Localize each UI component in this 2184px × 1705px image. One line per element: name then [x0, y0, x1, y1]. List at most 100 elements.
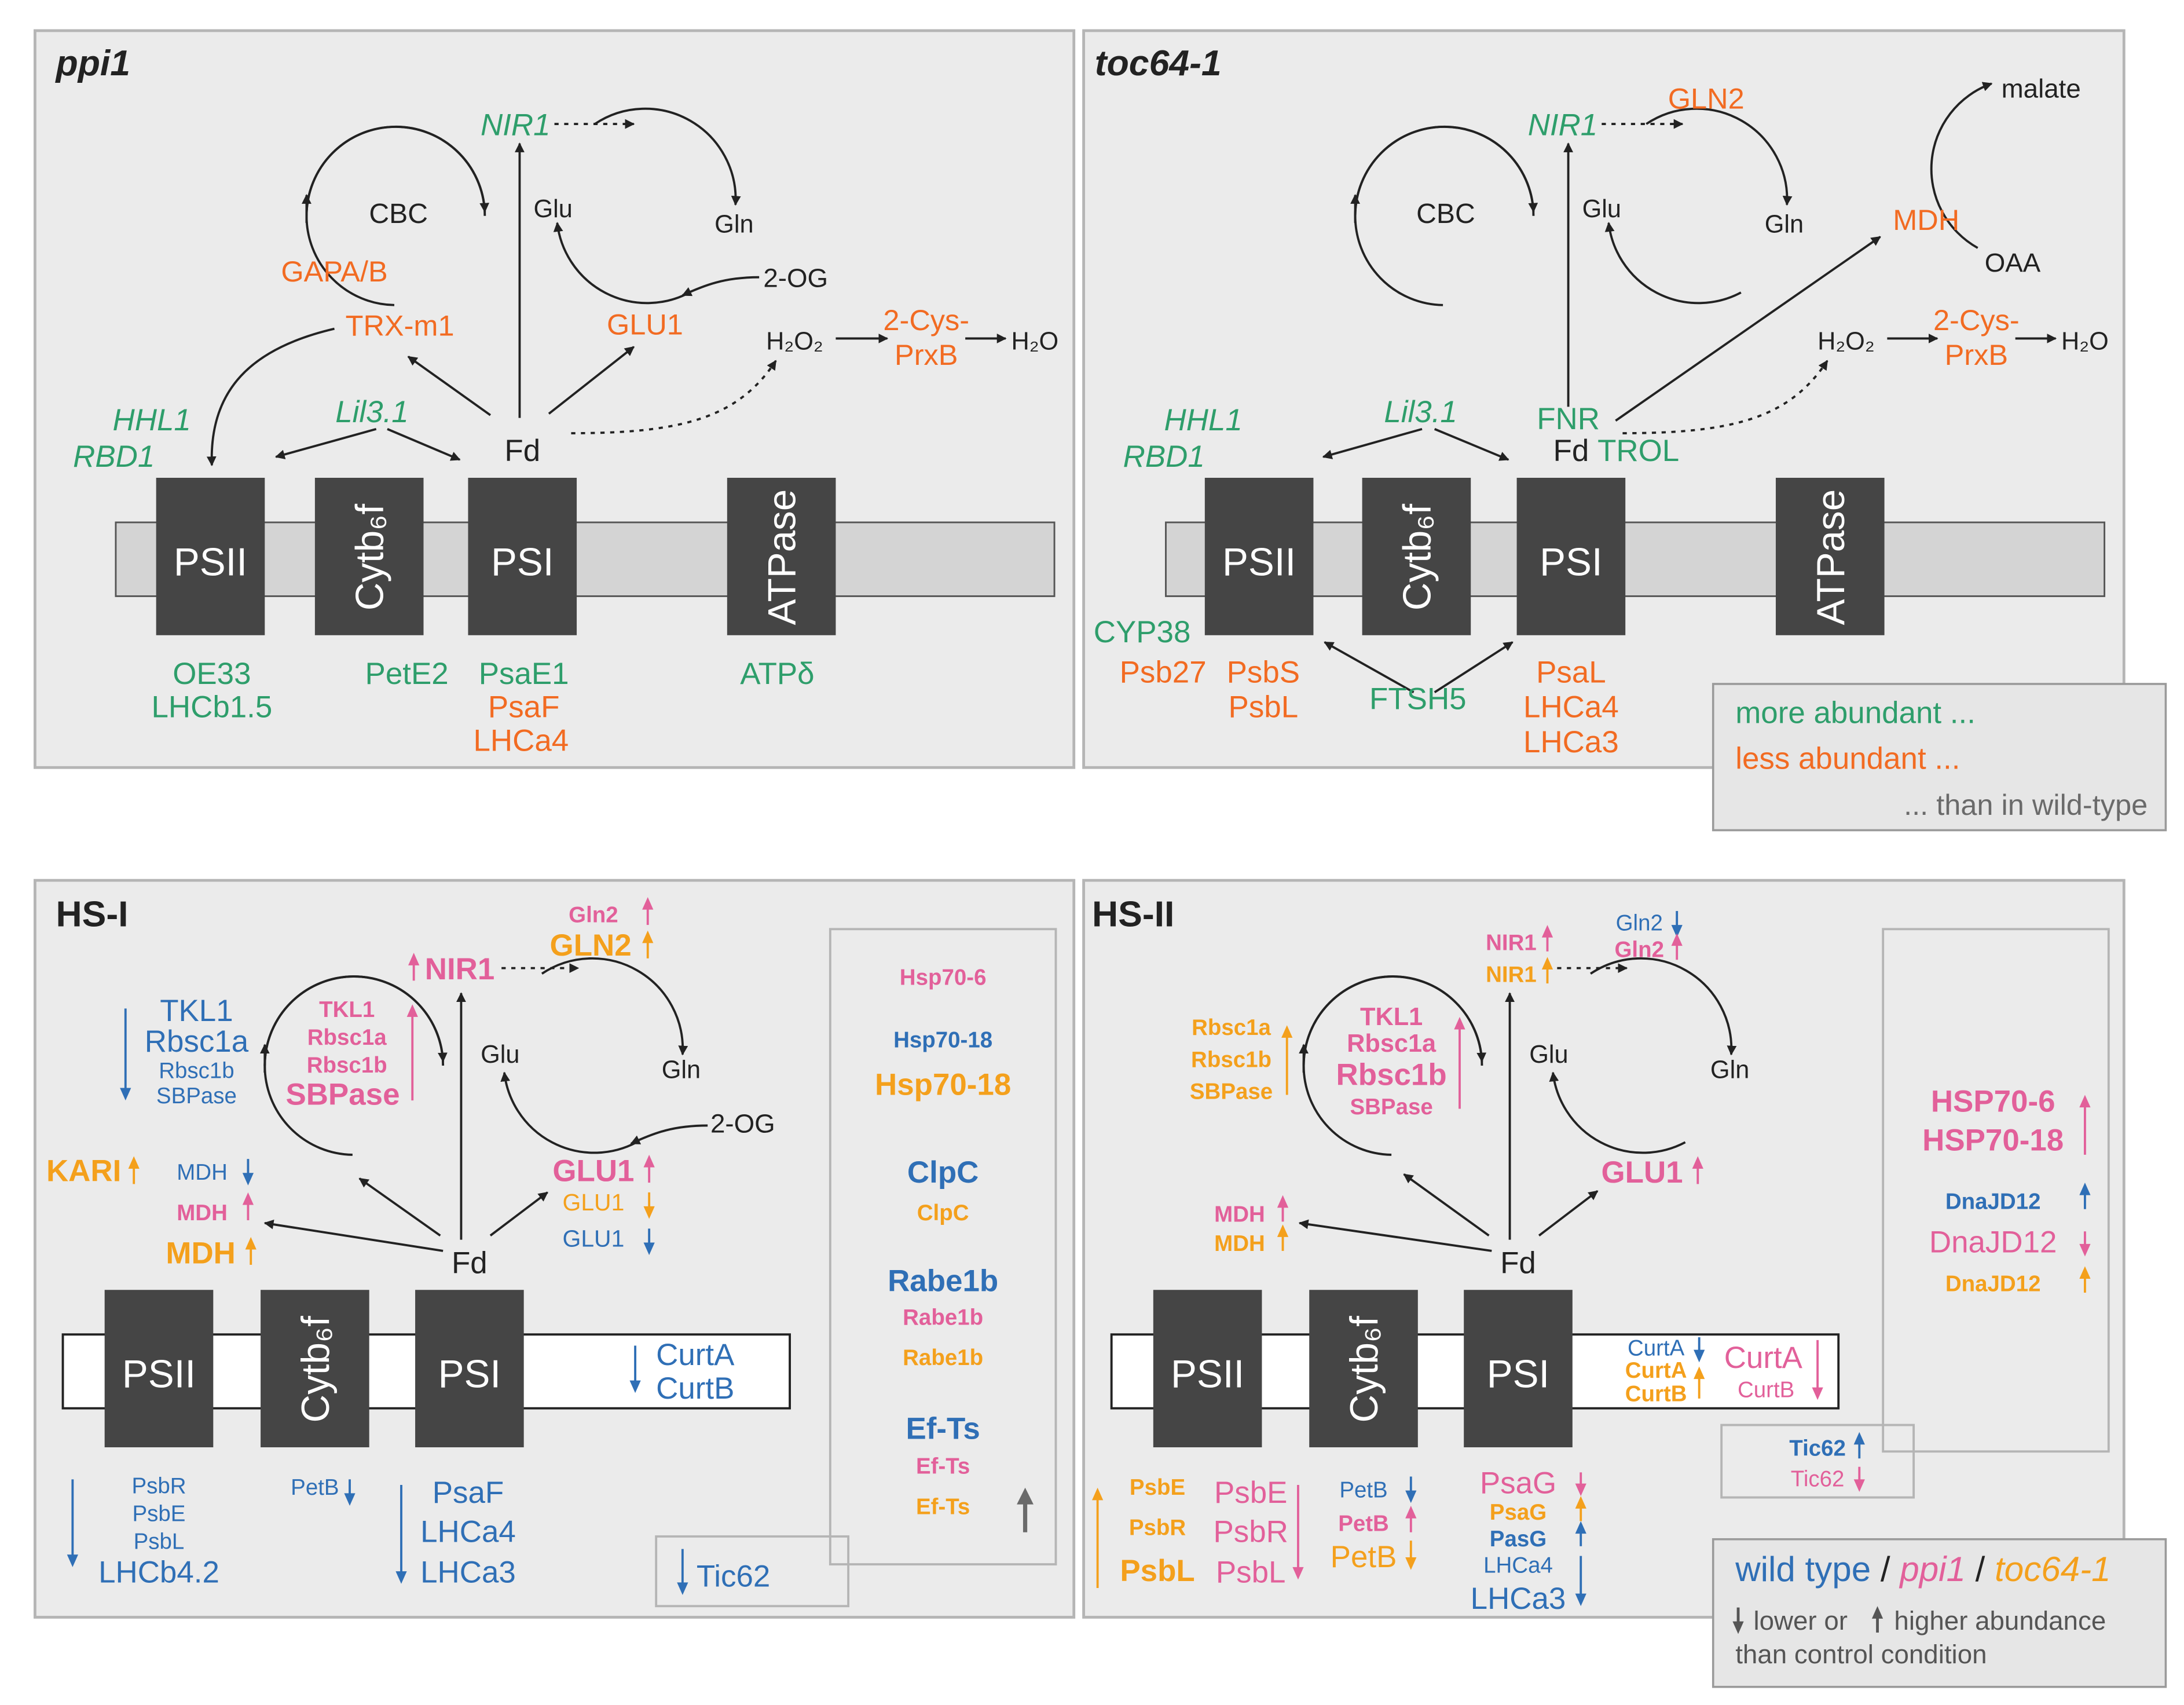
gogat-arc [1604, 222, 1742, 305]
complex-cytb6f-label: Cytb₆f [1343, 1316, 1386, 1423]
up-arrow-head-pink-petb [1405, 1506, 1417, 1519]
complex-cytb6f [314, 477, 424, 635]
complex-psi-label: PSI [438, 1353, 501, 1396]
protein-petb-o: PetB [1331, 1540, 1397, 1574]
legend-genotype-heatstress: wild type / ppi1 / toc64-1 lower or high… [1712, 1538, 2167, 1688]
up-arrow-head-blue-psag [1575, 1521, 1586, 1534]
protein-rabe1b-o: Rabe1b [903, 1345, 983, 1370]
legend-higher-abundance: higher abundance [1894, 1606, 2106, 1636]
protein-curta-p: CurtA [1724, 1341, 1803, 1375]
complex-psii [156, 477, 265, 635]
panel-hs-ii: HS-II TKL1 Rbsc1a Rbsc1b SBPase Rbsc1a R… [1082, 879, 2126, 1619]
fd-to-h2o2 [1622, 360, 1828, 434]
protein-gapab: GAPA/B [281, 255, 387, 288]
protein-sbpase-p: SBPase [285, 1077, 400, 1111]
fd-to-glu1 [489, 1191, 548, 1236]
fd-to-glu1 [548, 346, 635, 415]
cbc-label: CBC [1416, 198, 1475, 229]
protein-petb-p: PetB [1338, 1511, 1389, 1536]
complex-psi-label: PSI [491, 540, 554, 584]
protein-psbe-o: PsbE [1130, 1475, 1185, 1500]
fd-label: Fd [1500, 1246, 1536, 1280]
h2o-label: H₂O [1011, 328, 1058, 356]
complex-cytb6f [1309, 1290, 1418, 1448]
up-arrow-head-pink-nir1 [408, 953, 420, 965]
gs-arc [541, 957, 688, 1056]
glu-label: Glu [481, 1041, 519, 1069]
down-arrow-head-blue-lhca [1575, 1593, 1586, 1607]
malate-label: malate [2002, 74, 2081, 103]
protein-dnajd12-p: DnaJD12 [1929, 1225, 2057, 1259]
protein-glu1: GLU1 [607, 308, 683, 341]
legend-lower-or: lower or [1753, 1606, 1848, 1636]
complex-psi-label: PSI [1487, 1353, 1550, 1396]
down-arrow-head-amber-petb [1405, 1557, 1417, 1570]
protein-lhcb1-5: LHCb1.5 [151, 690, 272, 725]
cbc-cycle [302, 125, 490, 306]
protein-oe33: OE33 [173, 657, 251, 691]
complex-cytb6f-label: Cytb₆f [294, 1316, 338, 1423]
complex-psii-label: PSII [1171, 1353, 1244, 1396]
tic62-box [1720, 1424, 1915, 1499]
protein-clpc-wt: ClpC [907, 1155, 979, 1190]
protein-trol: TROL [1597, 434, 1679, 468]
protein-curtb-wt: CurtB [656, 1371, 734, 1406]
protein-rbsc1a-p: Rbsc1a [307, 1025, 387, 1050]
protein-nir1-p: NIR1 [1486, 930, 1537, 955]
up-arrow-head-pink-gln2 [1671, 933, 1683, 946]
og-arrow [630, 1124, 708, 1145]
protein-psbr-wt: PsbR [131, 1473, 186, 1498]
protein-sbpase-o: SBPase [1190, 1080, 1273, 1104]
protein-mdh-p: MDH [177, 1201, 228, 1225]
h2o2-label: H₂O₂ [1817, 328, 1875, 356]
protein-pete2: PetE2 [365, 657, 449, 691]
protein-clpc-o: ClpC [917, 1201, 969, 1225]
complex-psi [1464, 1290, 1573, 1448]
legend-sep1: / [1871, 1550, 1900, 1589]
complex-psii-label: PSII [1222, 540, 1296, 584]
fd-arrows [206, 142, 1007, 467]
down-arrow-head-blue-mdh [242, 1173, 254, 1186]
protein-lhca3: LHCa3 [1523, 725, 1619, 759]
protein-efts-p: Ef-Ts [916, 1454, 970, 1479]
h2o-label: H₂O [2061, 328, 2109, 356]
protein-psbl-o: PsbL [1120, 1554, 1194, 1588]
protein-lhcb4-2-wt: LHCb4.2 [98, 1555, 219, 1589]
legend-than-control: than control condition [1735, 1640, 1987, 1669]
gs-arc [1590, 957, 1737, 1056]
protein-rabe1b-p: Rabe1b [903, 1305, 983, 1330]
protein-psaf-wt: PsaF [433, 1476, 504, 1510]
protein-hsp70-18-o: Hsp70-18 [875, 1068, 1011, 1102]
up-arrow-head-amber-gln2 [642, 930, 654, 943]
complex-psii [104, 1290, 214, 1448]
fd-to-trx [407, 356, 492, 416]
up-arrow-head-pink-gln2 [642, 897, 654, 910]
fd-to-mdh [1298, 1219, 1492, 1252]
down-arrow-head-amber-glu1 [643, 1206, 655, 1219]
protein-glu1-o: GLU1 [563, 1189, 625, 1216]
up-arrow-head-amber-psb [1092, 1487, 1104, 1501]
up-arrow-head-amber-dnaj [2079, 1266, 2091, 1279]
gln-label: Gln [714, 211, 753, 239]
cbc-arrow-right [394, 125, 490, 213]
panel-title: ppi1 [55, 43, 131, 83]
legend-frame [1712, 683, 2167, 832]
legend-less: less abundant ... [1735, 742, 1960, 776]
tic62-box [655, 1535, 850, 1608]
cbc-arrow-right [1443, 125, 1538, 213]
fd-arrows [1298, 992, 1599, 1252]
ftsh5-to-psi [1434, 641, 1514, 694]
down-arrow-head-blue-psa [395, 1571, 407, 1584]
protein-dnajd12-wt: DnaJD12 [1945, 1190, 2041, 1214]
protein-tkl1-wt: TKL1 [160, 994, 233, 1028]
protein-atp-delta: ATPδ [740, 657, 814, 691]
protein-petb-wt: PetB [291, 1475, 339, 1500]
protein-glu1-p: GLU1 [1602, 1155, 1683, 1190]
protein-gln2-p: Gln2 [1614, 937, 1664, 962]
protein-rbsc1b-o: Rbsc1b [1191, 1047, 1271, 1072]
complex-atpase-label: ATPase [761, 489, 804, 625]
protein-hsp70-6-p: Hsp70-6 [900, 965, 987, 990]
fd-to-cbc [358, 1177, 441, 1237]
protein-gln2-o: GLN2 [550, 928, 632, 963]
legend-more: more abundant ... [1735, 696, 1976, 730]
